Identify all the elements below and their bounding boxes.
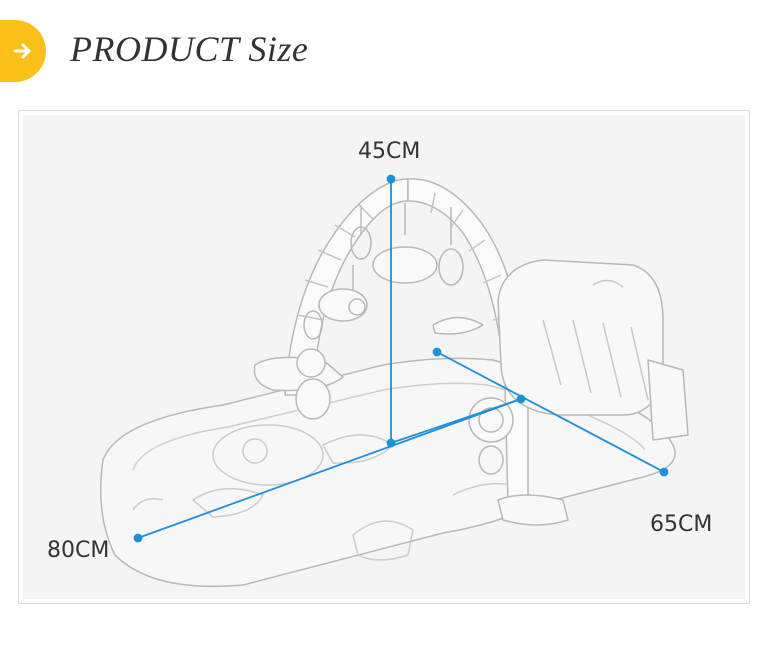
dimension-point <box>516 394 526 404</box>
width-dimension-label: 65CM <box>650 512 713 537</box>
arch-base-right <box>497 494 569 526</box>
arrow-right-icon <box>13 43 31 59</box>
hanging-toy-shell <box>372 246 438 284</box>
hanging-toy-camera <box>318 288 368 322</box>
play-mat <box>99 357 676 588</box>
dimension-point <box>386 438 396 448</box>
length-dimension-label: 80CM <box>47 538 110 563</box>
hanging-toy-lion <box>468 397 514 443</box>
dimension-point <box>386 174 396 184</box>
product-image-panel <box>23 115 745 599</box>
width-dimension-line <box>436 351 665 473</box>
hanging-toy-bird <box>432 316 484 335</box>
page-title: PRODUCT Size <box>70 29 309 69</box>
length-dimension-line <box>137 398 522 539</box>
dimension-point <box>133 533 143 543</box>
piano-panel <box>497 259 664 416</box>
hanging-toy-ring <box>350 226 372 260</box>
dimension-point <box>432 347 442 357</box>
baby-play-gym-illustration <box>99 174 689 588</box>
height-dimension-label: 45CM <box>358 139 421 164</box>
section-header: PRODUCT Size <box>0 0 770 100</box>
product-image-frame <box>18 110 750 604</box>
hanging-toy-monkey <box>296 348 326 378</box>
hanging-toy-ring-right <box>438 248 464 286</box>
section-badge <box>0 20 46 82</box>
dimension-point <box>659 467 669 477</box>
